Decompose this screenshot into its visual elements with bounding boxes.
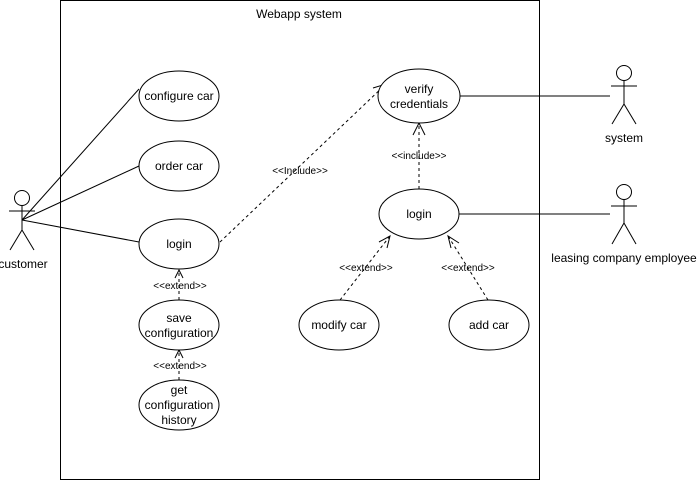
extend-label-save: <<extend>>: [153, 281, 207, 292]
use-case-add-car[interactable]: add car: [448, 299, 530, 351]
extend-save-login-arrowhead: [174, 268, 184, 279]
use-case-get-configuration-history[interactable]: get configuration history: [138, 379, 220, 431]
use-case-label-line2: configuration: [145, 398, 214, 412]
actor-leasing-company-employee[interactable]: leasing company employee: [551, 184, 697, 266]
use-case-label: login: [406, 207, 431, 221]
use-case-label: order car: [155, 159, 203, 173]
system-title: Webapp system: [256, 7, 342, 21]
actor-head: [616, 184, 632, 200]
use-case-save-configuration[interactable]: save configuration: [138, 299, 220, 351]
actor-label: leasing company employee: [551, 251, 697, 265]
extend-add-login-arrowhead: [447, 234, 460, 249]
extend-label-history: <<extend>>: [153, 361, 207, 372]
use-case-label: configure car: [144, 89, 213, 103]
extend-label-add: <<extend>>: [441, 263, 495, 274]
extend-add-login: [447, 235, 489, 301]
actor-customer[interactable]: customer: [0, 190, 48, 272]
use-case-label: add car: [469, 318, 509, 332]
actor-label: system: [605, 131, 643, 145]
actor-head: [14, 190, 30, 206]
use-case-label-line1: verify: [405, 82, 434, 96]
use-case-configure-car[interactable]: configure car: [138, 70, 220, 122]
include-label-left: <<Include>>: [272, 166, 328, 177]
use-case-label-line1: save: [166, 311, 192, 325]
use-case-label: login: [166, 237, 191, 251]
include-label-right: <<include>>: [391, 151, 446, 162]
actor-system[interactable]: system: [605, 65, 643, 146]
assoc-customer-configure: [21, 88, 140, 221]
use-case-login-customer[interactable]: login: [138, 218, 220, 270]
assoc-customer-login: [21, 219, 140, 243]
extend-label-modify: <<extend>>: [339, 263, 393, 274]
actor-head: [616, 65, 632, 81]
system-boundary: [60, 0, 540, 480]
use-case-label-line2: credentials: [390, 97, 448, 111]
use-case-label-line1: get: [171, 383, 188, 397]
use-case-login-employee[interactable]: login: [378, 188, 460, 240]
use-case-label-line3: history: [161, 413, 196, 427]
extend-modify-login-arrowhead: [378, 235, 391, 249]
use-case-verify-credentials[interactable]: verify credentials: [377, 68, 461, 124]
actor-label: customer: [0, 257, 48, 271]
use-case-modify-car[interactable]: modify car: [298, 299, 380, 351]
include-login-verify: [219, 83, 387, 243]
extend-modify-login: [339, 235, 391, 301]
use-case-label-line2: configuration: [145, 326, 214, 340]
use-case-order-car[interactable]: order car: [138, 140, 220, 192]
assoc-customer-order: [21, 165, 140, 221]
use-case-label: modify car: [311, 318, 366, 332]
